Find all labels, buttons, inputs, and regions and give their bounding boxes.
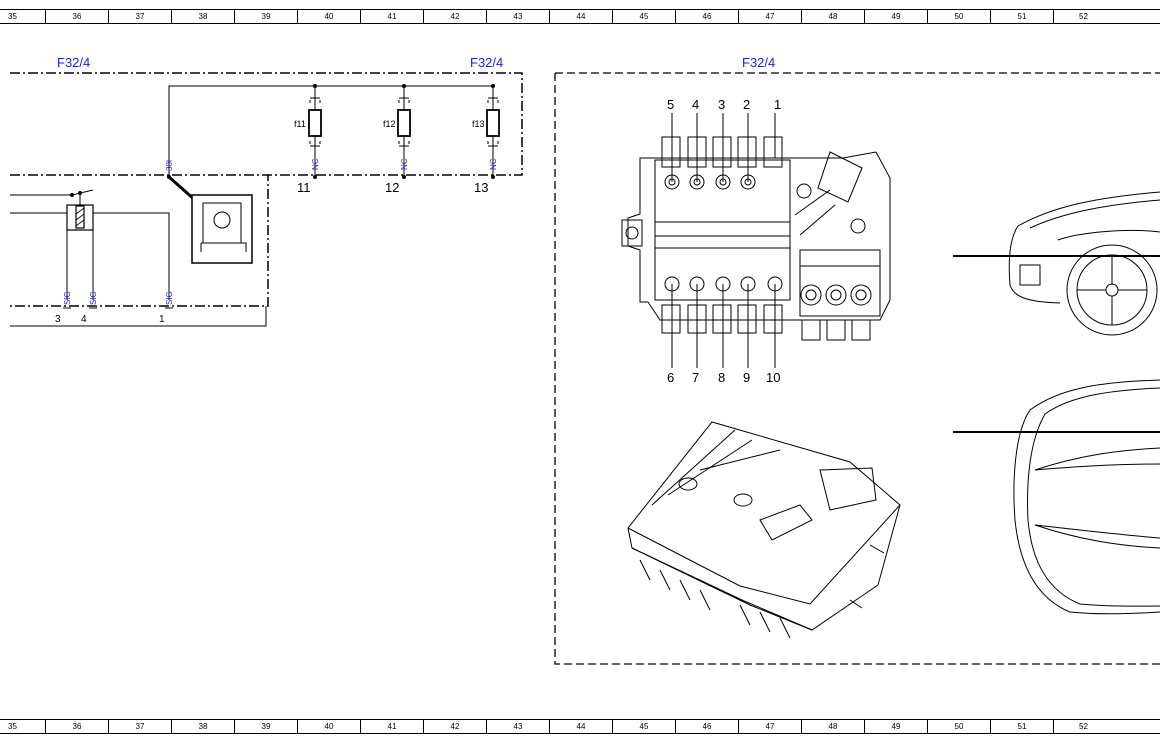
callout-3: 3 [718,97,726,112]
pin-signal-f11: NC [311,158,320,170]
pin-signal-relay-4: SIG [89,291,98,305]
pin-signal-f13: NC [489,158,498,170]
ruler-cell: 43 [486,10,549,23]
ruler-cell: 38 [171,10,234,23]
fusebox-top-view [621,136,891,341]
fusebox-isometric-view [627,421,901,639]
callout-1: 1 [774,97,782,112]
ruler-cell: 49 [864,10,927,23]
ruler-cell: 51 [990,10,1053,23]
input-bus [168,85,493,176]
callout-5: 5 [667,97,675,112]
terminal-12: 12 [385,180,400,195]
pin-signal-input: 30I [165,159,174,171]
callout-6: 6 [667,370,675,385]
ruler-cell: 38 [171,720,234,733]
ruler-cell: 48 [801,720,864,733]
ruler-cell: 41 [360,720,423,733]
ruler-cell: 47 [738,720,801,733]
ruler-cell: 35 [8,12,17,21]
connector-detail [191,194,253,264]
callout-4: 4 [692,97,700,112]
fuse-label-f11: f11 [294,119,306,129]
vehicle-side-view [1008,191,1161,336]
component-label-left: F32/4 [57,55,91,70]
ruler-cell: 44 [549,10,612,23]
terminal-11: 11 [297,180,311,195]
ruler-cell: 41 [360,10,423,23]
fuse-label-f12: f12 [383,119,396,129]
ruler-cell: 49 [864,720,927,733]
ruler-cell: 52 [1053,10,1160,23]
callout-8: 8 [718,370,726,385]
ruler-cell: 46 [675,720,738,733]
ruler-cell: 47 [738,10,801,23]
pin-signal-f12: NC [400,158,409,170]
terminal-4: 4 [81,314,87,325]
fuse-label-f13: f13 [472,119,485,129]
fuse-f12 [397,109,411,137]
callout-9: 9 [743,370,751,385]
ruler-cell: 51 [990,720,1053,733]
top-grid-ruler: 35 36 37 38 39 40 41 42 43 44 45 46 47 4… [0,9,1160,24]
ruler-cell: 50 [927,720,990,733]
ruler-cell: 36 [45,10,108,23]
ruler-cell: 37 [108,720,171,733]
location-boundary [554,72,1160,665]
ruler-cell: 46 [675,10,738,23]
ruler-cell: 39 [234,10,297,23]
return-line [10,306,267,327]
callout-10: 10 [766,370,781,385]
ruler-cell: 42 [423,10,486,23]
terminal-3: 3 [55,314,61,325]
ruler-cell: 44 [549,720,612,733]
callout-2: 2 [743,97,751,112]
ruler-cell: 39 [234,720,297,733]
ruler-cell: 35 [8,722,17,731]
component-boundary [10,72,523,307]
bottom-grid-ruler: 35 36 37 38 39 40 41 42 43 44 45 46 47 4… [0,719,1160,734]
ruler-cell: 50 [927,10,990,23]
ruler-cell: 42 [423,720,486,733]
component-label-right: F32/4 [470,55,504,70]
fuse-f13 [486,109,500,137]
ruler-cell: 52 [1053,720,1160,733]
pin-signal-relay-3: SIG [63,291,72,305]
pin-signal-relay-1: SIG [165,291,174,305]
callout-7: 7 [692,370,700,385]
ruler-cell: 40 [297,720,360,733]
ruler-cell: 36 [45,720,108,733]
ruler-cell: 40 [297,10,360,23]
location-component-label: F32/4 [742,55,776,70]
ruler-cell: 48 [801,10,864,23]
terminal-13: 13 [474,180,489,195]
terminal-1: 1 [159,314,165,325]
ruler-cell: 37 [108,10,171,23]
ruler-cell: 45 [612,720,675,733]
ruler-cell: 45 [612,10,675,23]
ruler-cell: 43 [486,720,549,733]
vehicle-top-view [1013,379,1161,615]
fuse-f11 [308,109,322,137]
